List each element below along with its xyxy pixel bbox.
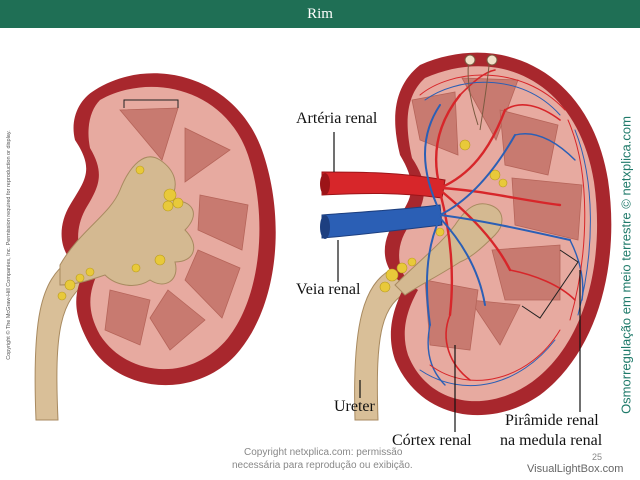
right-kidney xyxy=(320,52,612,421)
permission-note: Copyright netxplica.com: permissão neces… xyxy=(232,447,413,471)
leader-lines xyxy=(333,132,581,432)
page-number: 25 xyxy=(592,452,603,462)
left-renal-pelvis xyxy=(59,156,195,286)
right-renal-vein xyxy=(321,204,443,239)
right-renal-pelvis xyxy=(394,203,503,296)
label-renal-pyramid-line1: Pirâmide renal xyxy=(505,412,599,429)
label-renal-pyramid-line2: na medula renal xyxy=(500,432,603,449)
label-renal-cortex: Córtex renal xyxy=(392,432,472,449)
left-kidney xyxy=(34,73,276,421)
right-ureter xyxy=(354,269,411,421)
right-renal-fat xyxy=(379,139,508,293)
website-vertical: Osmorregulação em meio terrestre © netxp… xyxy=(618,116,634,414)
renal-artery-opening xyxy=(320,173,330,195)
right-pyramids xyxy=(411,77,583,351)
copyright-vertical: Copyright © The McGraw-Hill Companies, I… xyxy=(6,130,12,360)
watermark-text: VisualLightBox.com xyxy=(527,463,624,475)
slide-title: Rim xyxy=(307,6,333,22)
nephron-inset xyxy=(464,54,498,131)
left-renal-fat xyxy=(57,165,184,301)
left-pyramid-bracket xyxy=(123,99,179,108)
label-renal-artery: Artéria renal xyxy=(296,110,378,127)
label-renal-vein: Veia renal xyxy=(296,281,361,298)
slide-title-bar: Rim xyxy=(0,0,640,28)
renal-vein-opening xyxy=(320,215,330,239)
left-pyramids xyxy=(104,107,249,351)
right-pyramid-bracket xyxy=(521,249,579,319)
arterial-branches xyxy=(434,69,576,381)
label-ureter: Ureter xyxy=(334,398,375,415)
left-ureter xyxy=(34,259,91,421)
arcuate-vessels xyxy=(419,74,591,386)
